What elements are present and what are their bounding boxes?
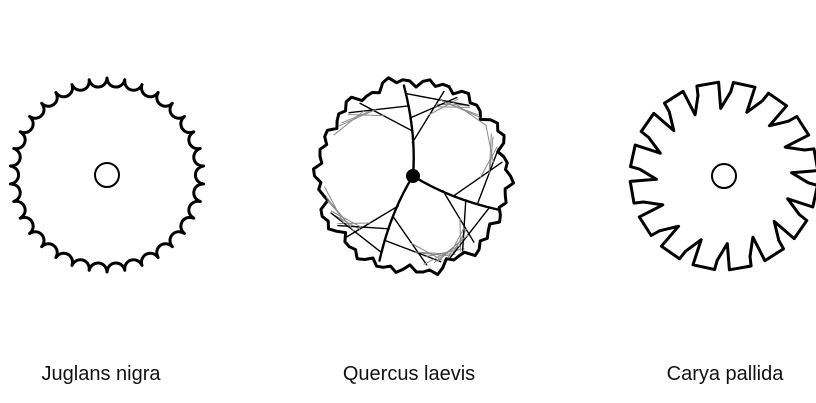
main-branch (380, 176, 414, 261)
secondary-branch (394, 217, 427, 265)
juglans-nigra-label: Juglans nigra (42, 363, 161, 386)
main-branch (413, 176, 498, 210)
secondary-branch (454, 162, 502, 195)
fine-twig (349, 115, 384, 116)
secondary-branch (450, 208, 489, 258)
secondary-branch (410, 98, 457, 119)
quercus-laevis-label: Quercus laevis (343, 363, 475, 386)
fine-twig (325, 187, 344, 223)
carya-pallida-label: Carya pallida (667, 363, 784, 386)
main-branch (404, 86, 414, 177)
secondary-branch (406, 94, 469, 106)
fine-twig (436, 107, 470, 108)
quercus-laevis-symbol (314, 78, 514, 275)
carya-pallida-symbol (630, 82, 816, 270)
secondary-branch (360, 103, 411, 130)
trunk-dot (406, 169, 420, 183)
juglans-nigra-symbol (10, 78, 203, 272)
trunk-circle (712, 164, 736, 188)
secondary-branch (349, 106, 408, 113)
trunk-circle (95, 163, 119, 187)
